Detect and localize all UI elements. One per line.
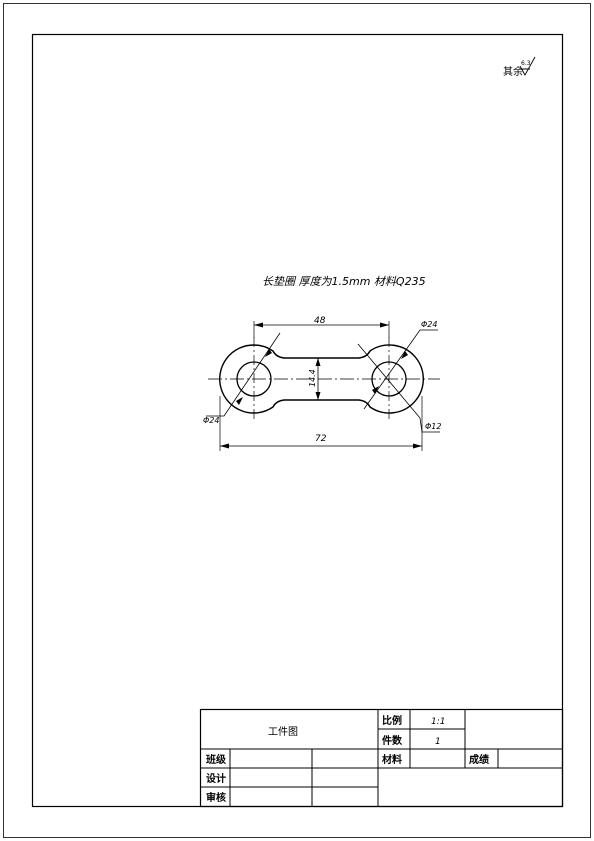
dia-label-left-outer: Φ24: [203, 416, 219, 425]
dim-72-value: 72: [315, 434, 327, 444]
dia-leader-right-outer: [363, 329, 438, 410]
arrowhead: [220, 443, 229, 449]
dia-leader-hole: [357, 343, 440, 433]
hole-left: [236, 361, 272, 397]
dim-48-value: 48: [314, 316, 326, 326]
title-block: 工件图 比例 1:1 件数 1 班级 材料 成绩 设计 审核: [199, 708, 564, 808]
grade-label: 成绩: [469, 753, 489, 766]
dia-label-hole: Φ12: [425, 422, 441, 431]
arrowhead: [315, 392, 321, 400]
review-label: 审核: [206, 791, 226, 804]
part-caption: 长垫圈 厚度为1.5mm 材料Q235: [262, 275, 426, 288]
dia-leader-left: [206, 332, 281, 417]
arrowhead: [380, 322, 389, 328]
roughness-symbol-icon: [519, 56, 536, 76]
scale-label: 比例: [382, 714, 402, 727]
roughness-value: 6.3: [521, 60, 531, 67]
part-drawing: 48 72 14.4 Φ24 Φ24 Φ12: [203, 316, 441, 451]
title-block-frame: [199, 708, 564, 808]
arrowhead: [254, 322, 263, 328]
drawing-name: 工件图: [268, 726, 298, 738]
inner-border: [31, 33, 564, 808]
arrowhead: [236, 397, 243, 405]
qty-value: 1: [435, 737, 441, 747]
arrowhead: [315, 358, 321, 366]
dia-label-right-outer: Φ24: [421, 320, 437, 329]
qty-label: 件数: [382, 734, 403, 747]
dim-72-extensions: [219, 396, 423, 451]
surface-roughness-note: 其余 6.3: [503, 56, 536, 78]
dim-48-extensions: [253, 321, 390, 338]
hole-right: [371, 361, 407, 397]
surface-note-text: 其余: [503, 65, 523, 78]
title-block-grid: [200, 709, 562, 807]
arrowhead: [413, 443, 422, 449]
design-label: 设计: [206, 772, 226, 785]
arrowhead: [265, 349, 272, 357]
arrowhead: [372, 386, 379, 394]
outer-frame: [3, 3, 591, 838]
class-label: 班级: [206, 753, 227, 766]
dim-14-4-value: 14.4: [308, 369, 317, 387]
scale-value: 1:1: [431, 717, 445, 727]
arrowhead: [401, 351, 408, 359]
material-label: 材料: [382, 753, 402, 766]
